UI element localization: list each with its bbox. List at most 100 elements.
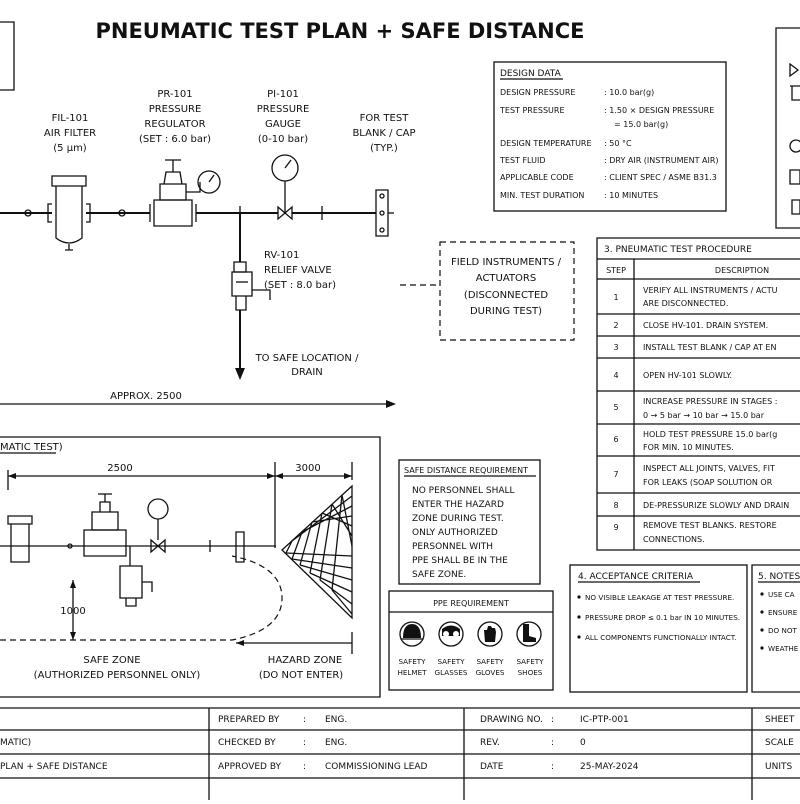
relief-valve-symbol bbox=[231, 213, 271, 380]
safe-zone-note: (AUTHORIZED PERSONNEL ONLY) bbox=[34, 670, 201, 681]
design-data-table: DESIGN DATA DESIGN PRESSURE : 10.0 bar(g… bbox=[493, 61, 727, 212]
regulator-line3: (SET : 6.0 bar) bbox=[139, 134, 211, 145]
tb-sheet-label: SHEET bbox=[765, 715, 795, 725]
notes-2: DO NOT bbox=[768, 626, 798, 635]
safe-distance-requirement: SAFE DISTANCE REQUIREMENT NO PERSONNEL S… bbox=[398, 459, 541, 585]
gauge-line1: PRESSURE bbox=[257, 104, 310, 115]
test-blank-symbol bbox=[375, 189, 394, 237]
tb-date-label: DATE bbox=[480, 762, 504, 772]
step-desc-4a: OPEN HV-101 SLOWLY. bbox=[643, 371, 732, 380]
regulator-symbol bbox=[149, 159, 221, 227]
tb-drawing-value: IC-PTP-001 bbox=[580, 715, 629, 725]
step-num-2: 2 bbox=[613, 321, 618, 330]
safe-req-line-6: SAFE ZONE. bbox=[412, 570, 466, 580]
relief-line2: (SET : 8.0 bar) bbox=[264, 280, 336, 291]
step-desc-8a: DE-PRESSURIZE SLOWLY AND DRAIN bbox=[643, 501, 789, 510]
ppe-requirement: PPE REQUIREMENT SAFETY HELMET SAFETY GLA… bbox=[388, 590, 554, 691]
shoes-icon bbox=[516, 621, 542, 647]
relief-tag: RV-101 bbox=[264, 250, 299, 261]
step-desc-7b: FOR LEAKS (SOAP SOLUTION OR bbox=[643, 478, 773, 487]
tb-checked-colon: : bbox=[303, 738, 306, 748]
ppe-header: PPE REQUIREMENT bbox=[433, 599, 509, 608]
step-desc-9a: REMOVE TEST BLANKS. RESTORE bbox=[643, 521, 777, 530]
gauge-line2: GAUGE bbox=[265, 119, 301, 130]
tb-left-1: MATIC) bbox=[0, 738, 31, 748]
approx-dimension: APPROX. 2500 bbox=[110, 391, 182, 402]
schematic bbox=[0, 154, 396, 408]
ppe-3-l1: SAFETY bbox=[516, 657, 544, 666]
tb-rev-label: REV. bbox=[480, 738, 500, 748]
acceptance-1: PRESSURE DROP ≤ 0.1 bar IN 10 MINUTES. bbox=[585, 613, 740, 622]
step-num-8: 8 bbox=[613, 501, 618, 510]
relief-line1: RELIEF VALVE bbox=[264, 265, 332, 276]
dd-value-2: : 50 °C bbox=[604, 139, 632, 148]
plan-dim-1000: 1000 bbox=[60, 606, 85, 617]
safe-req-line-5: PPE SHALL BE IN THE bbox=[412, 556, 508, 566]
helmet-icon bbox=[399, 621, 425, 647]
dd-value-4: : CLIENT SPEC / ASME B31.3 bbox=[604, 173, 717, 182]
tb-drawing-label: DRAWING NO. bbox=[480, 715, 543, 725]
step-desc-1b: ARE DISCONNECTED. bbox=[643, 299, 728, 308]
dd-label-5: MIN. TEST DURATION bbox=[500, 191, 584, 200]
safe-req-line-0: NO PERSONNEL SHALL bbox=[412, 486, 515, 496]
acceptance-0: NO VISIBLE LEAKAGE AT TEST PRESSURE. bbox=[585, 593, 734, 602]
dd-value-3: : DRY AIR (INSTRUMENT AIR) bbox=[604, 156, 719, 165]
ppe-0-l1: SAFETY bbox=[398, 657, 426, 666]
pressure-gauge-symbol bbox=[271, 154, 299, 221]
dd-label-3: TEST FLUID bbox=[499, 156, 545, 165]
plan-dim-2500: 2500 bbox=[107, 463, 132, 474]
safe-location-line2: DRAIN bbox=[291, 367, 323, 378]
step-desc-3a: INSTALL TEST BLANK / CAP AT EN bbox=[643, 343, 776, 352]
acceptance-criteria: 4. ACCEPTANCE CRITERIA NO VISIBLE LEAKAG… bbox=[569, 564, 748, 693]
hazard-zone-label: HAZARD ZONE bbox=[268, 655, 342, 666]
page-title: PNEUMATIC TEST PLAN + SAFE DISTANCE bbox=[95, 19, 584, 43]
safe-distance-plan: MATIC TEST) bbox=[0, 436, 381, 698]
field-line1: FIELD INSTRUMENTS / bbox=[451, 257, 562, 268]
ppe-0-l2: HELMET bbox=[397, 668, 427, 677]
filter-line1: AIR FILTER bbox=[44, 128, 96, 139]
tb-checked-label: CHECKED BY bbox=[218, 738, 276, 748]
hazard-zone-note: (DO NOT ENTER) bbox=[259, 670, 343, 681]
tb-prepared-label: PREPARED BY bbox=[218, 715, 280, 725]
regulator-tag: PR-101 bbox=[157, 89, 192, 100]
safe-req-line-1: ENTER THE HAZARD bbox=[412, 500, 504, 510]
tb-date-value: 25-MAY-2024 bbox=[580, 762, 639, 772]
step-desc-1a: VERIFY ALL INSTRUMENTS / ACTU bbox=[643, 286, 778, 295]
tb-drawing-colon: : bbox=[551, 715, 554, 725]
ppe-1-l2: GLASSES bbox=[435, 668, 468, 677]
step-desc-7a: INSPECT ALL JOINTS, VALVES, FIT bbox=[643, 464, 775, 473]
step-desc-2a: CLOSE HV-101. DRAIN SYSTEM. bbox=[643, 321, 768, 330]
dd-value-5: : 10 MINUTES bbox=[604, 191, 658, 200]
procedure-table: 3. PNEUMATIC TEST PROCEDURE STEP DESCRIP… bbox=[596, 237, 800, 551]
step-num-5: 5 bbox=[613, 403, 618, 412]
notes-3: WEATHE bbox=[768, 644, 799, 653]
step-desc-5b: 0 → 5 bar → 10 bar → 15.0 bar bbox=[643, 411, 765, 420]
title-block: MATIC) PLAN + SAFE DISTANCE PREPARED BY … bbox=[0, 707, 800, 800]
field-line4: DURING TEST) bbox=[470, 306, 542, 317]
regulator-line1: PRESSURE bbox=[149, 104, 202, 115]
regulator-line2: REGULATOR bbox=[144, 119, 205, 130]
step-desc-6b: FOR MIN. 10 MINUTES. bbox=[643, 443, 734, 452]
dd-value-0: : 10.0 bar(g) bbox=[604, 88, 654, 97]
step-num-7: 7 bbox=[613, 470, 618, 479]
dd-label-1: TEST PRESSURE bbox=[499, 106, 565, 115]
safe-zone-label: SAFE ZONE bbox=[83, 655, 140, 666]
gloves-icon bbox=[477, 621, 503, 647]
design-data-header: DESIGN DATA bbox=[500, 69, 562, 79]
procedure-col-desc: DESCRIPTION bbox=[715, 266, 769, 275]
safe-req-line-3: ONLY AUTHORIZED bbox=[412, 528, 498, 538]
ppe-1-l1: SAFETY bbox=[437, 657, 465, 666]
tb-approved-value: COMMISSIONING LEAD bbox=[325, 762, 428, 772]
plan-header: MATIC TEST) bbox=[0, 442, 63, 453]
notes-1: ENSURE bbox=[768, 608, 798, 617]
field-line2: ACTUATORS bbox=[476, 273, 536, 284]
step-desc-9b: CONNECTIONS. bbox=[643, 535, 705, 544]
tb-units-label: UNITS bbox=[765, 762, 792, 772]
blank-line3: (TYP.) bbox=[370, 143, 398, 154]
procedure-header: 3. PNEUMATIC TEST PROCEDURE bbox=[604, 245, 752, 255]
step-num-9: 9 bbox=[613, 523, 618, 532]
dd-label-0: DESIGN PRESSURE bbox=[500, 88, 575, 97]
step-num-1: 1 bbox=[613, 293, 618, 302]
blank-line1: FOR TEST bbox=[360, 113, 410, 124]
notes-box: 5. NOTES USE CA ENSURE DO NOT WEATHE bbox=[751, 564, 800, 693]
